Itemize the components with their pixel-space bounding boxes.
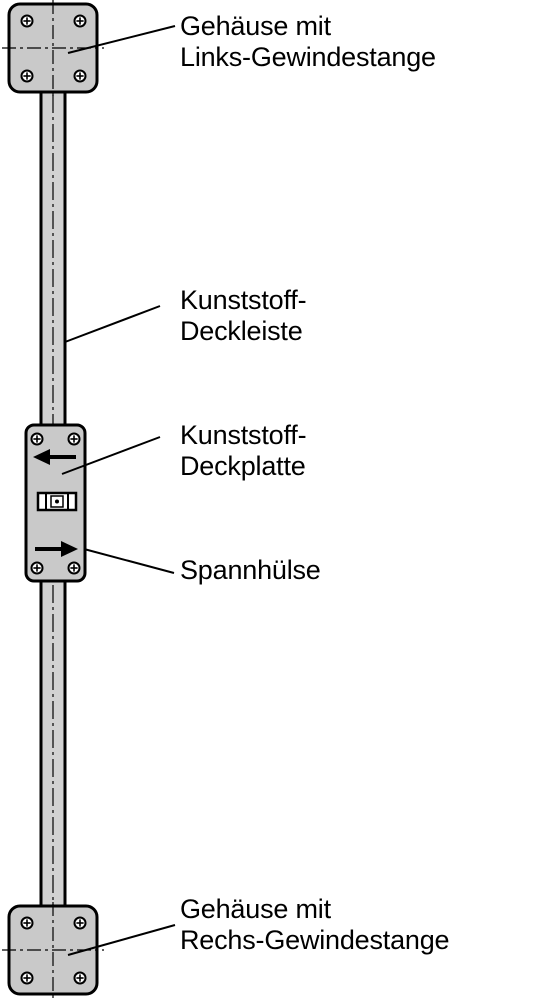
screw-icon	[73, 14, 87, 28]
top-housing	[2, 0, 104, 96]
leader-line-cover-plate	[61, 436, 161, 475]
bottom-housing	[2, 902, 104, 1000]
label-bottom-housing: Gehäuse mit Rechs-Gewindestange	[180, 894, 450, 955]
screw-icon	[73, 916, 87, 930]
leader-line-sleeve	[83, 548, 175, 574]
leader-line-bottom-housing	[67, 924, 176, 956]
leader-line-cover-strip	[64, 305, 161, 343]
screw-icon	[20, 14, 34, 28]
arrow-left-icon	[33, 449, 76, 465]
screw-icon	[20, 916, 34, 930]
screw-icon	[67, 561, 81, 575]
leader-line-top-housing	[67, 25, 176, 54]
screw-icon	[20, 971, 34, 985]
label-top-housing: Gehäuse mit Links-Gewindestange	[180, 11, 436, 72]
window-icon	[36, 491, 78, 512]
screw-icon	[30, 432, 44, 446]
screw-icon	[73, 69, 87, 83]
screw-icon	[20, 69, 34, 83]
label-sleeve: Spannhülse	[180, 555, 321, 585]
label-cover-strip: Kunststoff- Deckleiste	[180, 285, 307, 346]
screw-icon	[30, 561, 44, 575]
screw-icon	[73, 971, 87, 985]
label-cover-plate: Kunststoff- Deckplatte	[180, 420, 307, 481]
arrow-right-icon	[35, 541, 78, 557]
screw-icon	[67, 432, 81, 446]
cover-plate	[24, 423, 87, 583]
